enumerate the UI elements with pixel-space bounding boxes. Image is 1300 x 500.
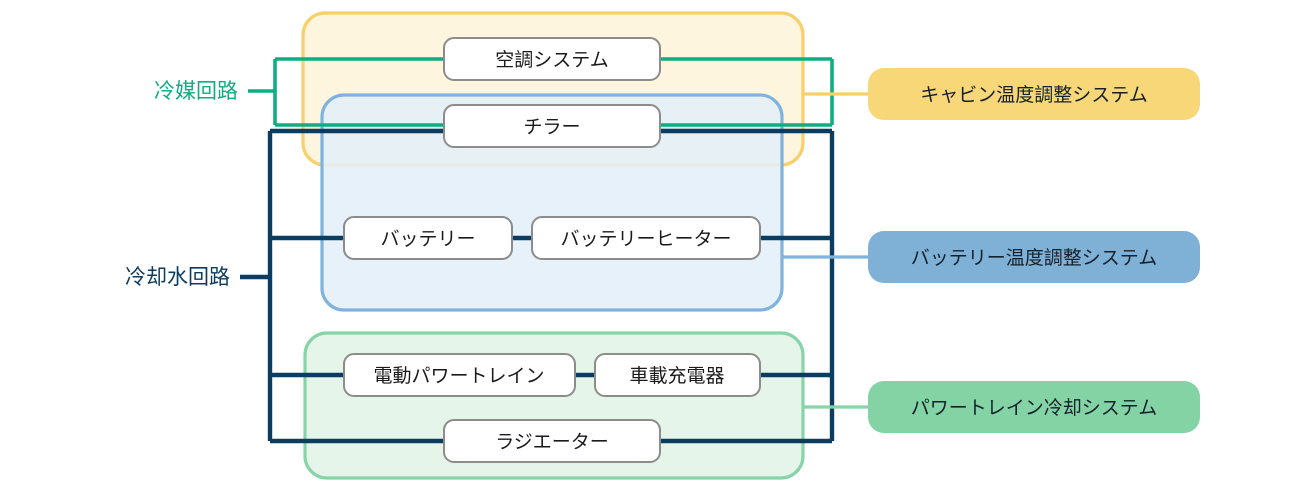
node-battery-box[interactable] <box>343 216 513 260</box>
node-hvac[interactable]: 空調システム <box>443 37 661 81</box>
node-onboard-charger-box[interactable] <box>594 353 761 397</box>
node-battery[interactable]: バッテリー <box>343 216 513 260</box>
node-chiller[interactable]: チラー <box>443 104 661 148</box>
node-chiller-box[interactable] <box>443 104 661 148</box>
node-radiator[interactable]: ラジエーター <box>443 419 661 463</box>
node-onboard-charger[interactable]: 車載充電器 <box>594 353 761 397</box>
node-battery-heater-label: バッテリーヒーター <box>560 228 731 250</box>
node-radiator-label: ラジエーター <box>495 431 609 453</box>
node-e-powertrain-label: 電動パワートレイン <box>373 365 544 387</box>
node-onboard-charger-label: 車載充電器 <box>629 365 724 387</box>
legend-pill-battery-label: バッテリー温度調整システム <box>911 247 1157 269</box>
refrigerant-circuit-lines <box>248 57 834 127</box>
node-battery-heater-box[interactable] <box>531 216 761 260</box>
node-radiator-box[interactable] <box>443 419 661 463</box>
node-hvac-label: 空調システム <box>495 49 608 71</box>
legend-pill-battery-box[interactable] <box>868 231 1200 283</box>
node-e-powertrain[interactable]: 電動パワートレイン <box>343 353 576 397</box>
node-e-powertrain-box[interactable] <box>343 353 576 397</box>
circuit-label-refrigerant: 冷媒回路 <box>154 79 238 103</box>
legend-pill-powertrain-label: パワートレイン冷却システム <box>911 397 1157 419</box>
legend-pill-cabin[interactable]: キャビン温度調整システム <box>868 68 1200 120</box>
node-hvac-box[interactable] <box>443 37 661 81</box>
node-chiller-label: チラー <box>523 116 580 138</box>
legend-pill-powertrain[interactable]: パワートレイン冷却システム <box>868 381 1200 433</box>
circuit-label-coolant: 冷却水回路 <box>125 265 230 289</box>
legend-pill-battery[interactable]: バッテリー温度調整システム <box>868 231 1200 283</box>
coolant-circuit-lines <box>240 128 835 444</box>
node-battery-heater[interactable]: バッテリーヒーター <box>531 216 761 260</box>
node-battery-label: バッテリー <box>380 228 475 250</box>
legend-pill-cabin-label: キャビン温度調整システム <box>920 84 1147 106</box>
legend-pill-cabin-box[interactable] <box>868 68 1200 120</box>
legend-pill-powertrain-box[interactable] <box>868 381 1200 433</box>
